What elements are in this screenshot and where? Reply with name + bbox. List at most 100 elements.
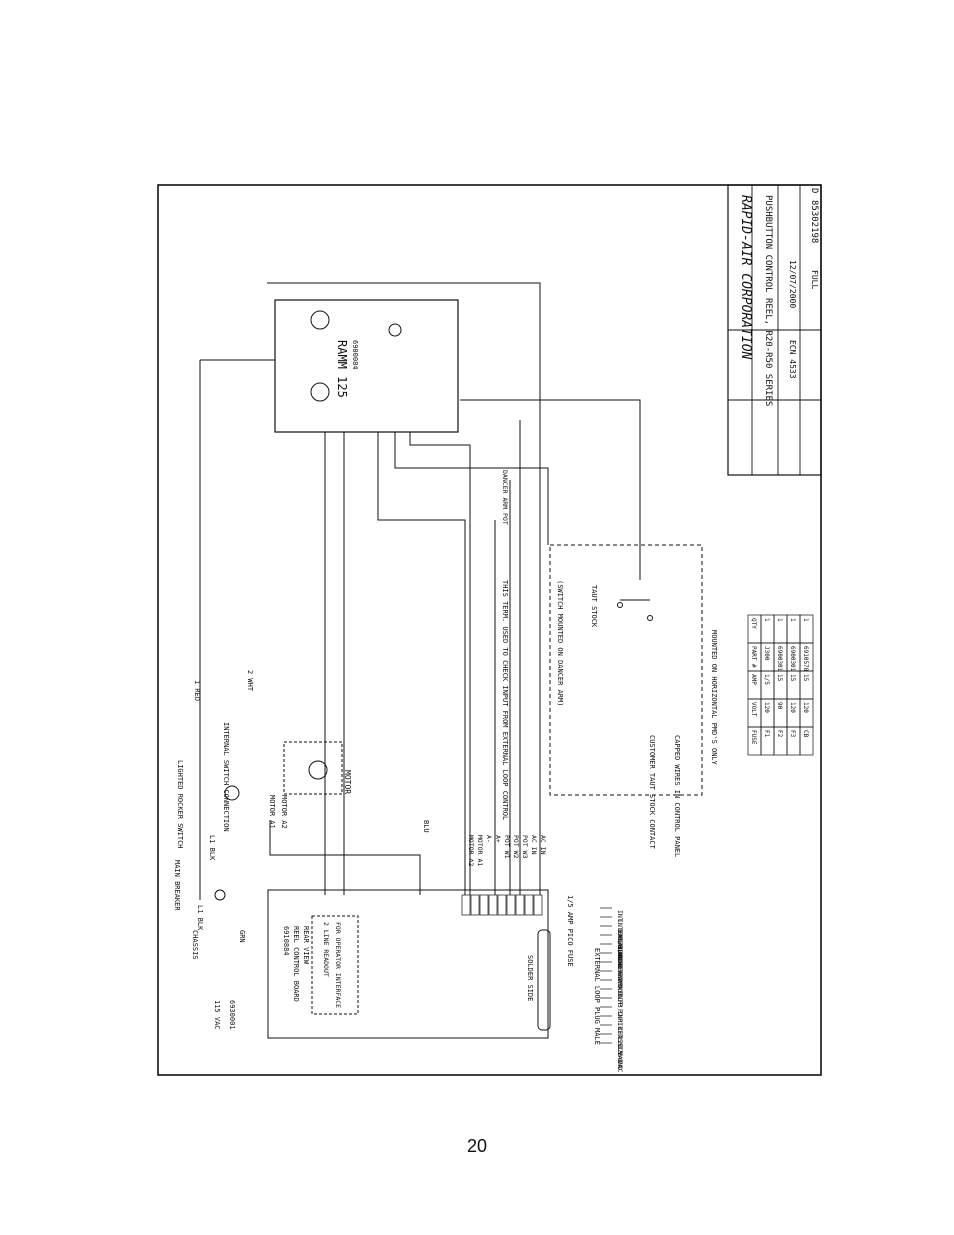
fuse-table-text: AMP (750, 674, 757, 685)
fuse-table-text: 15 (789, 674, 796, 682)
main-breaker-label: MAIN BREAKER (173, 860, 181, 911)
fuse-table-text: 15 (802, 674, 809, 682)
lighted-rocker-label: LIGHTED ROCKER SWITCH (176, 760, 184, 849)
plug-pin-label: 120 VAC (616, 1045, 624, 1072)
motor-label: MOTOR (343, 770, 352, 794)
fuse-table-text: F1 (763, 730, 770, 738)
fuse-table-text: 90 (776, 702, 783, 710)
plug-pin-label: JOG FWD (616, 955, 624, 982)
plug-pin-label: JOG REV (616, 946, 624, 973)
reel-control-board: 6910884 REEL CONTROL BOARD REAR VIEW 2 L… (267, 889, 551, 1039)
fuse-table-text: F2 (776, 730, 783, 738)
wire-labels: 1 RED 2 WHT BLU MOTOR A1 MOTOR A2 L1 BLK… (193, 670, 430, 943)
drive-part: 6900084 (351, 340, 359, 370)
plug-pin-label: REWIND (616, 964, 624, 988)
title-block: RAPID-AIR CORPORATION PUSHBUTTON CONTROL… (727, 184, 822, 476)
fuse-table-text: 15 (776, 674, 783, 682)
board-name: REEL CONTROL BOARD (292, 926, 300, 1002)
fuse-table-text: PART # (750, 646, 757, 668)
title-revision: D (809, 188, 819, 193)
wire-l1-blk-2: L1 BLK (196, 905, 204, 931)
title-ecn: ECN 4533 (788, 340, 797, 379)
taut-stock-switch-area: (SWITCH MOUNTED ON DANCER ARM) TAUT STOC… (501, 544, 718, 857)
fuse-table-text: FUSE (750, 730, 757, 745)
fuse-table-text: QTY (750, 618, 757, 629)
plug-pin-label: INT. PAY/REWIND (616, 910, 624, 969)
wire-grn: GRN (238, 930, 246, 943)
plug-pin-label: LOGIC GND (616, 928, 624, 963)
terminal-label: MOTOR A1 (476, 835, 484, 866)
board-part: 6910884 (282, 926, 290, 956)
terminal-label: A+ (494, 835, 502, 843)
customer-contact-note: CUSTOMER TAUT STOCK CONTACT (648, 735, 656, 850)
plug-pin-label: INTP INHIBIT (616, 991, 624, 1038)
chassis-label: CHASSIS (191, 930, 199, 960)
terminal-label: POT W1 (503, 835, 511, 859)
fuse-table-text: 6910578 (802, 646, 809, 672)
fuse-table-cell (799, 614, 814, 644)
wire-motor-a2: MOTOR A2 (280, 795, 288, 829)
terminal-label: AC IN (530, 835, 538, 855)
ramm-drive: RAMM 125 6900084 (274, 299, 459, 433)
plug-pin-label: CHASSIS GND (616, 1027, 624, 1070)
power-input: CHASSIS 115 VAC 6930001 MAIN BREAKER LIG… (173, 470, 601, 1045)
terminal-label: AC IN (539, 835, 547, 855)
board-solder-side: SOLDER SIDE (526, 955, 534, 1001)
supply-part-label: 6930001 (228, 1000, 236, 1030)
terminal-label: MOTOR A2 (467, 835, 475, 866)
wire-l1-blk: L1 BLK (208, 835, 216, 861)
title-text: PUSHBUTTON CONTROL REEL, R20-R50 SERIES (763, 195, 773, 406)
plug-pin-label: INTERNAL/EXT (616, 919, 624, 966)
wire-runs (199, 282, 641, 900)
plug-pin-label: P2 (616, 1009, 624, 1017)
drawing-frame (157, 184, 822, 1076)
terminal-label: POT W2 (512, 835, 520, 859)
title-company: RAPID-AIR CORPORATION (738, 195, 753, 360)
board-view: REAR VIEW (302, 926, 310, 965)
fuse-table-text: 6900301 (776, 646, 783, 672)
plug-pin-label: PAYOUT (616, 982, 624, 1006)
external-plug-label: EXTERNAL LOOP PLUG MALE (593, 948, 601, 1045)
plug-pin-label: 120 VAC (616, 1036, 624, 1063)
page-number: 20 (466, 1136, 488, 1156)
dancer-pot-label: DANCER ARM POT (501, 470, 509, 525)
fuse-table-text: 6900301 (789, 646, 796, 672)
board-readout-1: 2 LINE READOUT (322, 922, 330, 977)
plug-pin-label: PAYOUT (616, 973, 624, 997)
terminal-cell (506, 894, 516, 916)
fuse-table-text: F3 (789, 730, 796, 738)
internal-switch-label: INTERNAL SWITCH CONNECTION (222, 722, 230, 832)
fuse-table-text: 120 (789, 702, 796, 713)
terminal-cell (479, 894, 489, 916)
fuse-table-text: 1 (776, 618, 783, 622)
fuse-table-text: CB (802, 730, 809, 738)
taut-stock-label: TAUT STOCK (590, 585, 598, 628)
fuse-table-text: 1/5 (763, 674, 770, 685)
capped-wires-note: CAPPED WIRES IN CONTROL PANEL (673, 735, 681, 857)
terminal-label: A- (485, 835, 493, 843)
title-scale: FULL (810, 270, 819, 289)
fuse-table-text: 1 (802, 618, 809, 622)
wire-motor-a1: MOTOR A1 (268, 795, 276, 829)
fuse-table-text: VOLT (750, 702, 757, 717)
terminal-cell (497, 894, 507, 916)
fuse-table-text: 120 (802, 702, 809, 713)
fuse-table-text: 120 (763, 702, 770, 713)
terminal-cell (470, 894, 480, 916)
title-drawing-number: 85302198 (809, 200, 819, 243)
terminal-cell (488, 894, 498, 916)
terminal-cell (515, 894, 525, 916)
drive-name: RAMM 125 (335, 340, 349, 398)
supply-label: 115 VAC (213, 1000, 221, 1030)
switch-mounted-note: (SWITCH MOUNTED ON DANCER ARM) (556, 580, 564, 706)
wire-blue: BLU (422, 820, 430, 833)
pico-fuse-label: 1/5 AMP PICO FUSE (566, 895, 574, 967)
terminal-cell (461, 894, 471, 916)
terminal-cell (533, 894, 543, 916)
plug-pin-label: P3 (616, 1000, 624, 1008)
term-used-note: THIS TERM. USED TO CHECK INPUT FROM EXTE… (501, 580, 509, 820)
